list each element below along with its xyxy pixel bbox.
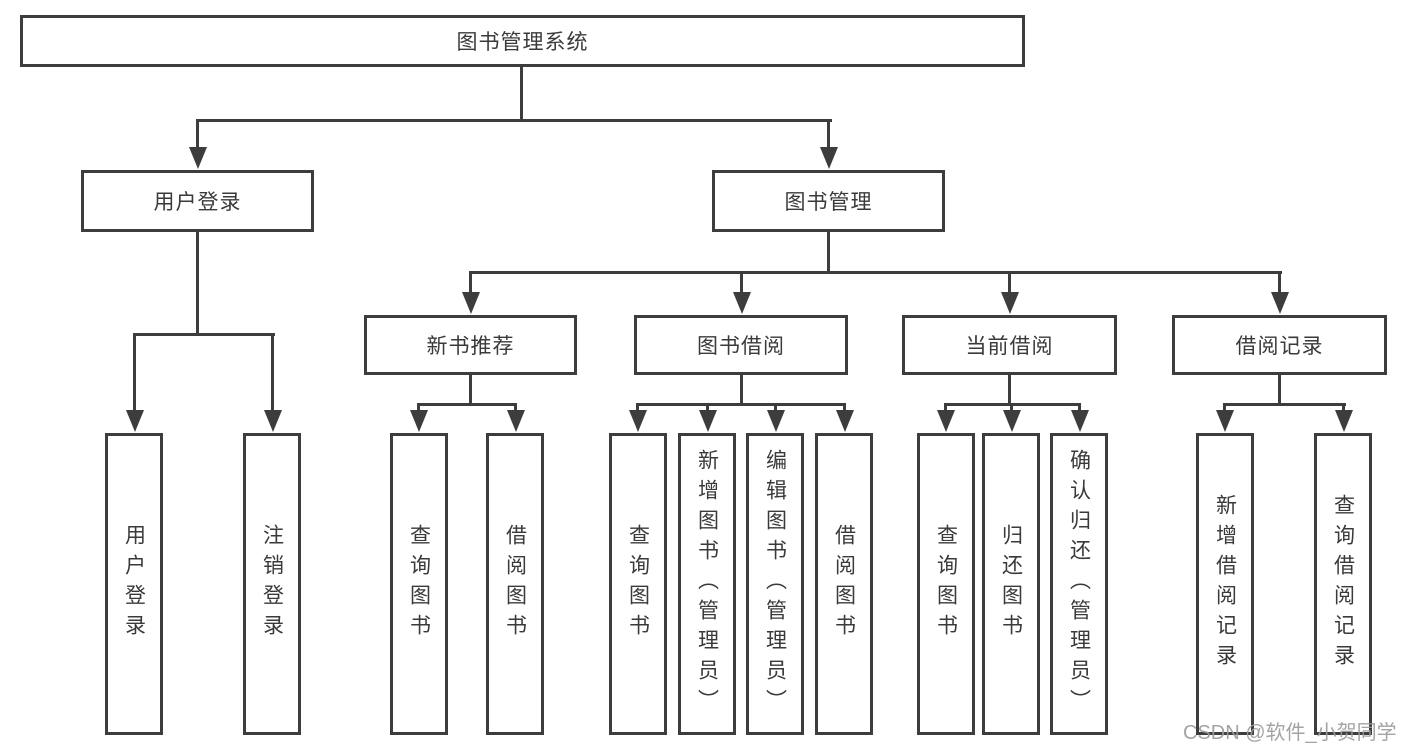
- leaf-label: 借阅图书: [503, 524, 527, 644]
- connector-line: [1008, 271, 1011, 295]
- connector-line: [133, 333, 136, 411]
- leaf-borrow-books: 借阅图书: [815, 433, 873, 735]
- node-borrowing-records: 借阅记录: [1172, 315, 1387, 375]
- arrowhead-icon: [1335, 410, 1353, 432]
- connector-line: [514, 403, 517, 415]
- arrowhead-icon: [1271, 292, 1289, 314]
- arrowhead-icon: [733, 292, 751, 314]
- arrowhead-icon: [699, 410, 717, 432]
- connector-line: [706, 403, 709, 415]
- connector-line: [469, 271, 472, 295]
- connector-line: [271, 333, 274, 411]
- node-label: 新书推荐: [426, 335, 515, 358]
- arrowhead-icon: [629, 410, 647, 432]
- leaf-label: 查询图书: [934, 524, 958, 644]
- leaf-label: 归还图书: [999, 524, 1023, 644]
- node-label: 图书借阅: [697, 335, 785, 358]
- connector-line: [636, 403, 639, 415]
- node-label: 借阅记录: [1235, 335, 1324, 358]
- leaf-query-books-borrowing: 查询图书: [609, 433, 667, 735]
- connector-line: [1223, 403, 1346, 406]
- connector-line: [827, 119, 830, 149]
- node-book-borrowing: 图书借阅: [634, 315, 848, 375]
- node-book-management: 图书管理: [712, 170, 945, 232]
- leaf-query-borrow-record: 查询借阅记录: [1314, 433, 1372, 735]
- connector-line: [520, 67, 523, 121]
- connector-line: [944, 403, 947, 415]
- connector-line: [196, 119, 832, 122]
- connector-line: [196, 232, 199, 336]
- arrowhead-icon: [507, 410, 525, 432]
- arrowhead-icon: [410, 410, 428, 432]
- csdn-watermark: CSDN @软件_小贺同学: [1183, 722, 1397, 744]
- leaf-label: 注销登录: [260, 524, 284, 644]
- arrowhead-icon: [462, 292, 480, 314]
- node-library-management-system: 图书管理系统: [20, 15, 1025, 67]
- connector-line: [774, 403, 777, 415]
- connector-line: [469, 375, 472, 406]
- arrowhead-icon: [1001, 292, 1019, 314]
- arrowhead-icon: [1071, 410, 1089, 432]
- arrowhead-icon: [937, 410, 955, 432]
- connector-line: [1078, 403, 1081, 415]
- connector-line: [843, 403, 846, 415]
- connector-line: [196, 119, 199, 149]
- leaf-label: 新增借阅记录: [1213, 494, 1237, 674]
- leaf-label: 借阅图书: [832, 524, 856, 644]
- node-label: 图书管理系统: [456, 31, 589, 54]
- arrowhead-icon: [1216, 410, 1234, 432]
- connector-line: [740, 375, 743, 406]
- connector-line: [1008, 375, 1011, 406]
- connector-line: [827, 232, 830, 274]
- leaf-edit-books-admin: 编辑图书（管理员）: [746, 433, 804, 735]
- leaf-label: 确认归还（管理员）: [1067, 449, 1091, 719]
- connector-line: [1342, 403, 1345, 415]
- leaf-label: 用户登录: [122, 524, 146, 644]
- connector-line: [1010, 403, 1013, 415]
- leaf-user-login: 用户登录: [105, 433, 163, 735]
- connector-line: [740, 271, 743, 295]
- connector-line: [133, 333, 275, 336]
- leaf-return-books: 归还图书: [982, 433, 1040, 735]
- node-label: 用户登录: [153, 191, 242, 214]
- leaf-logout: 注销登录: [243, 433, 301, 735]
- node-label: 当前借阅: [965, 335, 1054, 358]
- arrowhead-icon: [836, 410, 854, 432]
- arrowhead-icon: [1003, 410, 1021, 432]
- leaf-label: 查询图书: [626, 524, 650, 644]
- connector-line: [417, 403, 517, 406]
- leaf-confirm-return-admin: 确认归还（管理员）: [1050, 433, 1108, 735]
- connector-line: [417, 403, 420, 415]
- leaf-add-books-admin: 新增图书（管理员）: [678, 433, 736, 735]
- leaf-label: 查询借阅记录: [1331, 494, 1355, 674]
- arrowhead-icon: [264, 410, 282, 432]
- node-new-book-recommendation: 新书推荐: [364, 315, 577, 375]
- leaf-add-borrow-record: 新增借阅记录: [1196, 433, 1254, 735]
- leaf-label: 新增图书（管理员）: [695, 449, 719, 719]
- leaf-borrow-books-recommend: 借阅图书: [486, 433, 544, 735]
- leaf-label: 编辑图书（管理员）: [763, 449, 787, 719]
- connector-line: [1278, 375, 1281, 406]
- connector-line: [469, 271, 1282, 274]
- leaf-label: 查询图书: [407, 524, 431, 644]
- arrowhead-icon: [820, 147, 838, 169]
- connector-line: [636, 403, 846, 406]
- node-label: 图书管理: [784, 191, 873, 214]
- node-current-borrowing: 当前借阅: [902, 315, 1117, 375]
- arrowhead-icon: [189, 147, 207, 169]
- connector-line: [1223, 403, 1226, 415]
- arrowhead-icon: [126, 410, 144, 432]
- connector-line: [1278, 271, 1281, 295]
- arrowhead-icon: [767, 410, 785, 432]
- leaf-query-books-current: 查询图书: [917, 433, 975, 735]
- leaf-query-books-recommend: 查询图书: [390, 433, 448, 735]
- node-user-login: 用户登录: [81, 170, 314, 232]
